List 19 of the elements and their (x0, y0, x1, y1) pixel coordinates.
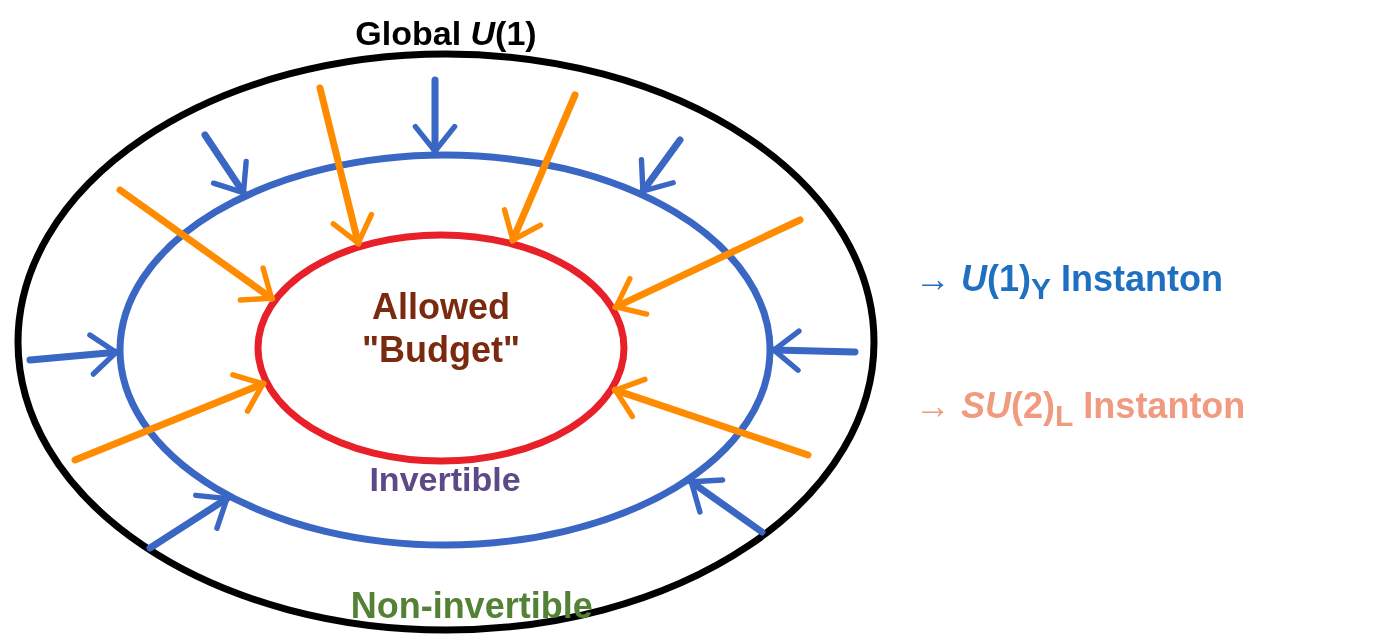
arrow (612, 216, 804, 317)
region-label: Non-invertible (350, 583, 593, 628)
arrow (146, 492, 231, 552)
arrow (201, 131, 249, 197)
arrow (116, 186, 276, 303)
arrow (687, 477, 766, 536)
arrow (638, 136, 684, 195)
region-label: Invertible (369, 459, 521, 500)
arrow (412, 76, 458, 155)
arrow (316, 84, 375, 247)
arrow (501, 91, 579, 244)
legend-label: → U(1)$_{Y}$ Instanton (915, 258, 1223, 307)
legend-label: → SU(2)$_{L}$ Instanton (915, 385, 1246, 434)
arrow (770, 328, 859, 373)
arrow (71, 372, 267, 464)
arrow (611, 376, 812, 459)
arrow (26, 332, 120, 377)
heading-label: Global U(1) (355, 13, 537, 54)
region-label: Allowed "Budget" (360, 284, 522, 372)
